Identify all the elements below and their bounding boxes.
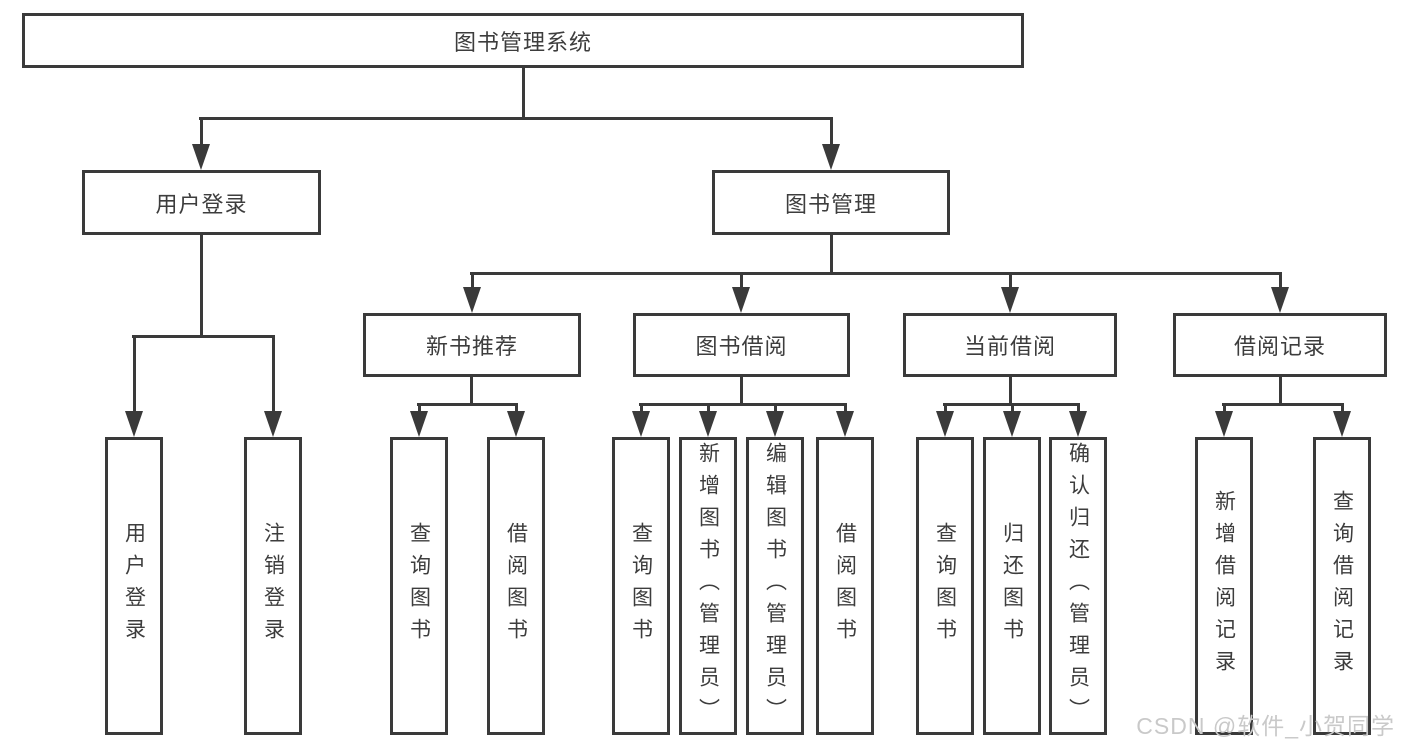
leaf-label: 注销登录 [261, 522, 285, 650]
leaf-label: 查询借阅记录 [1330, 490, 1354, 682]
leaf-label: 新增图书（管理员） [696, 442, 720, 730]
leaf-label: 确认归还（管理员） [1066, 442, 1090, 730]
leaf-recommend-borrow-books: 借阅图书 [487, 437, 545, 735]
node-new-book-recommend: 新书推荐 [363, 313, 581, 377]
connector-drop [418, 406, 421, 412]
leaf-label: 查询图书 [933, 522, 957, 650]
leaf-label: 归还图书 [1000, 522, 1024, 650]
node-root: 图书管理系统 [22, 13, 1024, 68]
connector-bookmgmt-rail [470, 272, 1282, 275]
leaf-label: 查询图书 [407, 522, 431, 650]
leaf-label: 借阅图书 [833, 522, 857, 650]
connector-root-rail [199, 117, 833, 120]
node-book-borrow: 图书借阅 [633, 313, 850, 377]
leaf-query-borrow-record: 查询借阅记录 [1313, 437, 1371, 735]
connector-userlogin-stem [200, 235, 203, 338]
leaf-user-login: 用户登录 [105, 437, 163, 735]
csdn-watermark: CSDN @软件_小贺同学 [1136, 713, 1395, 739]
connector-drop [640, 406, 643, 412]
arrow-down-icon [463, 287, 481, 313]
connector-recommend-stem [470, 377, 473, 406]
connector-drop [1341, 406, 1344, 412]
connector-drop [1011, 406, 1014, 412]
arrow-down-icon [1001, 287, 1019, 313]
arrow-down-icon [1215, 411, 1233, 437]
leaf-add-borrow-record: 新增借阅记录 [1195, 437, 1253, 735]
connector-drop [272, 338, 275, 412]
connector-drop [1009, 275, 1012, 288]
arrow-down-icon [632, 411, 650, 437]
connector-drop [944, 406, 947, 412]
arrow-down-icon [264, 411, 282, 437]
arrow-down-icon [936, 411, 954, 437]
arrow-down-icon [766, 411, 784, 437]
arrow-down-icon [125, 411, 143, 437]
connector-borrow-stem [740, 377, 743, 406]
leaf-label: 用户登录 [122, 522, 146, 650]
connector-drop [471, 275, 474, 288]
node-current-borrow: 当前借阅 [903, 313, 1117, 377]
connector-root-stem [522, 68, 525, 119]
node-book-management: 图书管理 [712, 170, 950, 235]
connector-recommend-rail [417, 403, 518, 406]
leaf-return-books: 归还图书 [983, 437, 1041, 735]
leaf-borrow-books: 借阅图书 [816, 437, 874, 735]
arrow-down-icon [732, 287, 750, 313]
leaf-label: 新增借阅记录 [1212, 490, 1236, 682]
connector-current-rail [943, 403, 1080, 406]
connector-drop [774, 406, 777, 412]
leaf-current-query-books: 查询图书 [916, 437, 974, 735]
connector-borrow-rail [639, 403, 847, 406]
connector-drop [200, 119, 203, 145]
arrow-down-icon [822, 144, 840, 170]
leaf-add-books-admin: 新增图书（管理员） [679, 437, 737, 735]
connector-current-stem [1009, 377, 1012, 406]
connector-drop [515, 406, 518, 412]
connector-drop [1077, 406, 1080, 412]
connector-records-stem [1279, 377, 1282, 406]
connector-drop [740, 275, 743, 288]
connector-drop [844, 406, 847, 412]
connector-bookmgmt-stem [830, 235, 833, 275]
arrow-down-icon [410, 411, 428, 437]
arrow-down-icon [1333, 411, 1351, 437]
arrow-down-icon [699, 411, 717, 437]
leaf-confirm-return-admin: 确认归还（管理员） [1049, 437, 1107, 735]
leaf-recommend-query-books: 查询图书 [390, 437, 448, 735]
node-user-login: 用户登录 [82, 170, 321, 235]
arrow-down-icon [507, 411, 525, 437]
leaf-label: 编辑图书（管理员） [763, 442, 787, 730]
connector-drop [1223, 406, 1226, 412]
node-borrow-records: 借阅记录 [1173, 313, 1387, 377]
connector-drop [1279, 275, 1282, 288]
connector-drop [707, 406, 710, 412]
connector-drop [133, 338, 136, 412]
arrow-down-icon [192, 144, 210, 170]
leaf-logout: 注销登录 [244, 437, 302, 735]
arrow-down-icon [1069, 411, 1087, 437]
arrow-down-icon [836, 411, 854, 437]
arrow-down-icon [1003, 411, 1021, 437]
connector-userlogin-rail [132, 335, 275, 338]
connector-drop [830, 119, 833, 145]
leaf-borrow-query-books: 查询图书 [612, 437, 670, 735]
leaf-edit-books-admin: 编辑图书（管理员） [746, 437, 804, 735]
leaf-label: 查询图书 [629, 522, 653, 650]
leaf-label: 借阅图书 [504, 522, 528, 650]
arrow-down-icon [1271, 287, 1289, 313]
connector-records-rail [1222, 403, 1344, 406]
